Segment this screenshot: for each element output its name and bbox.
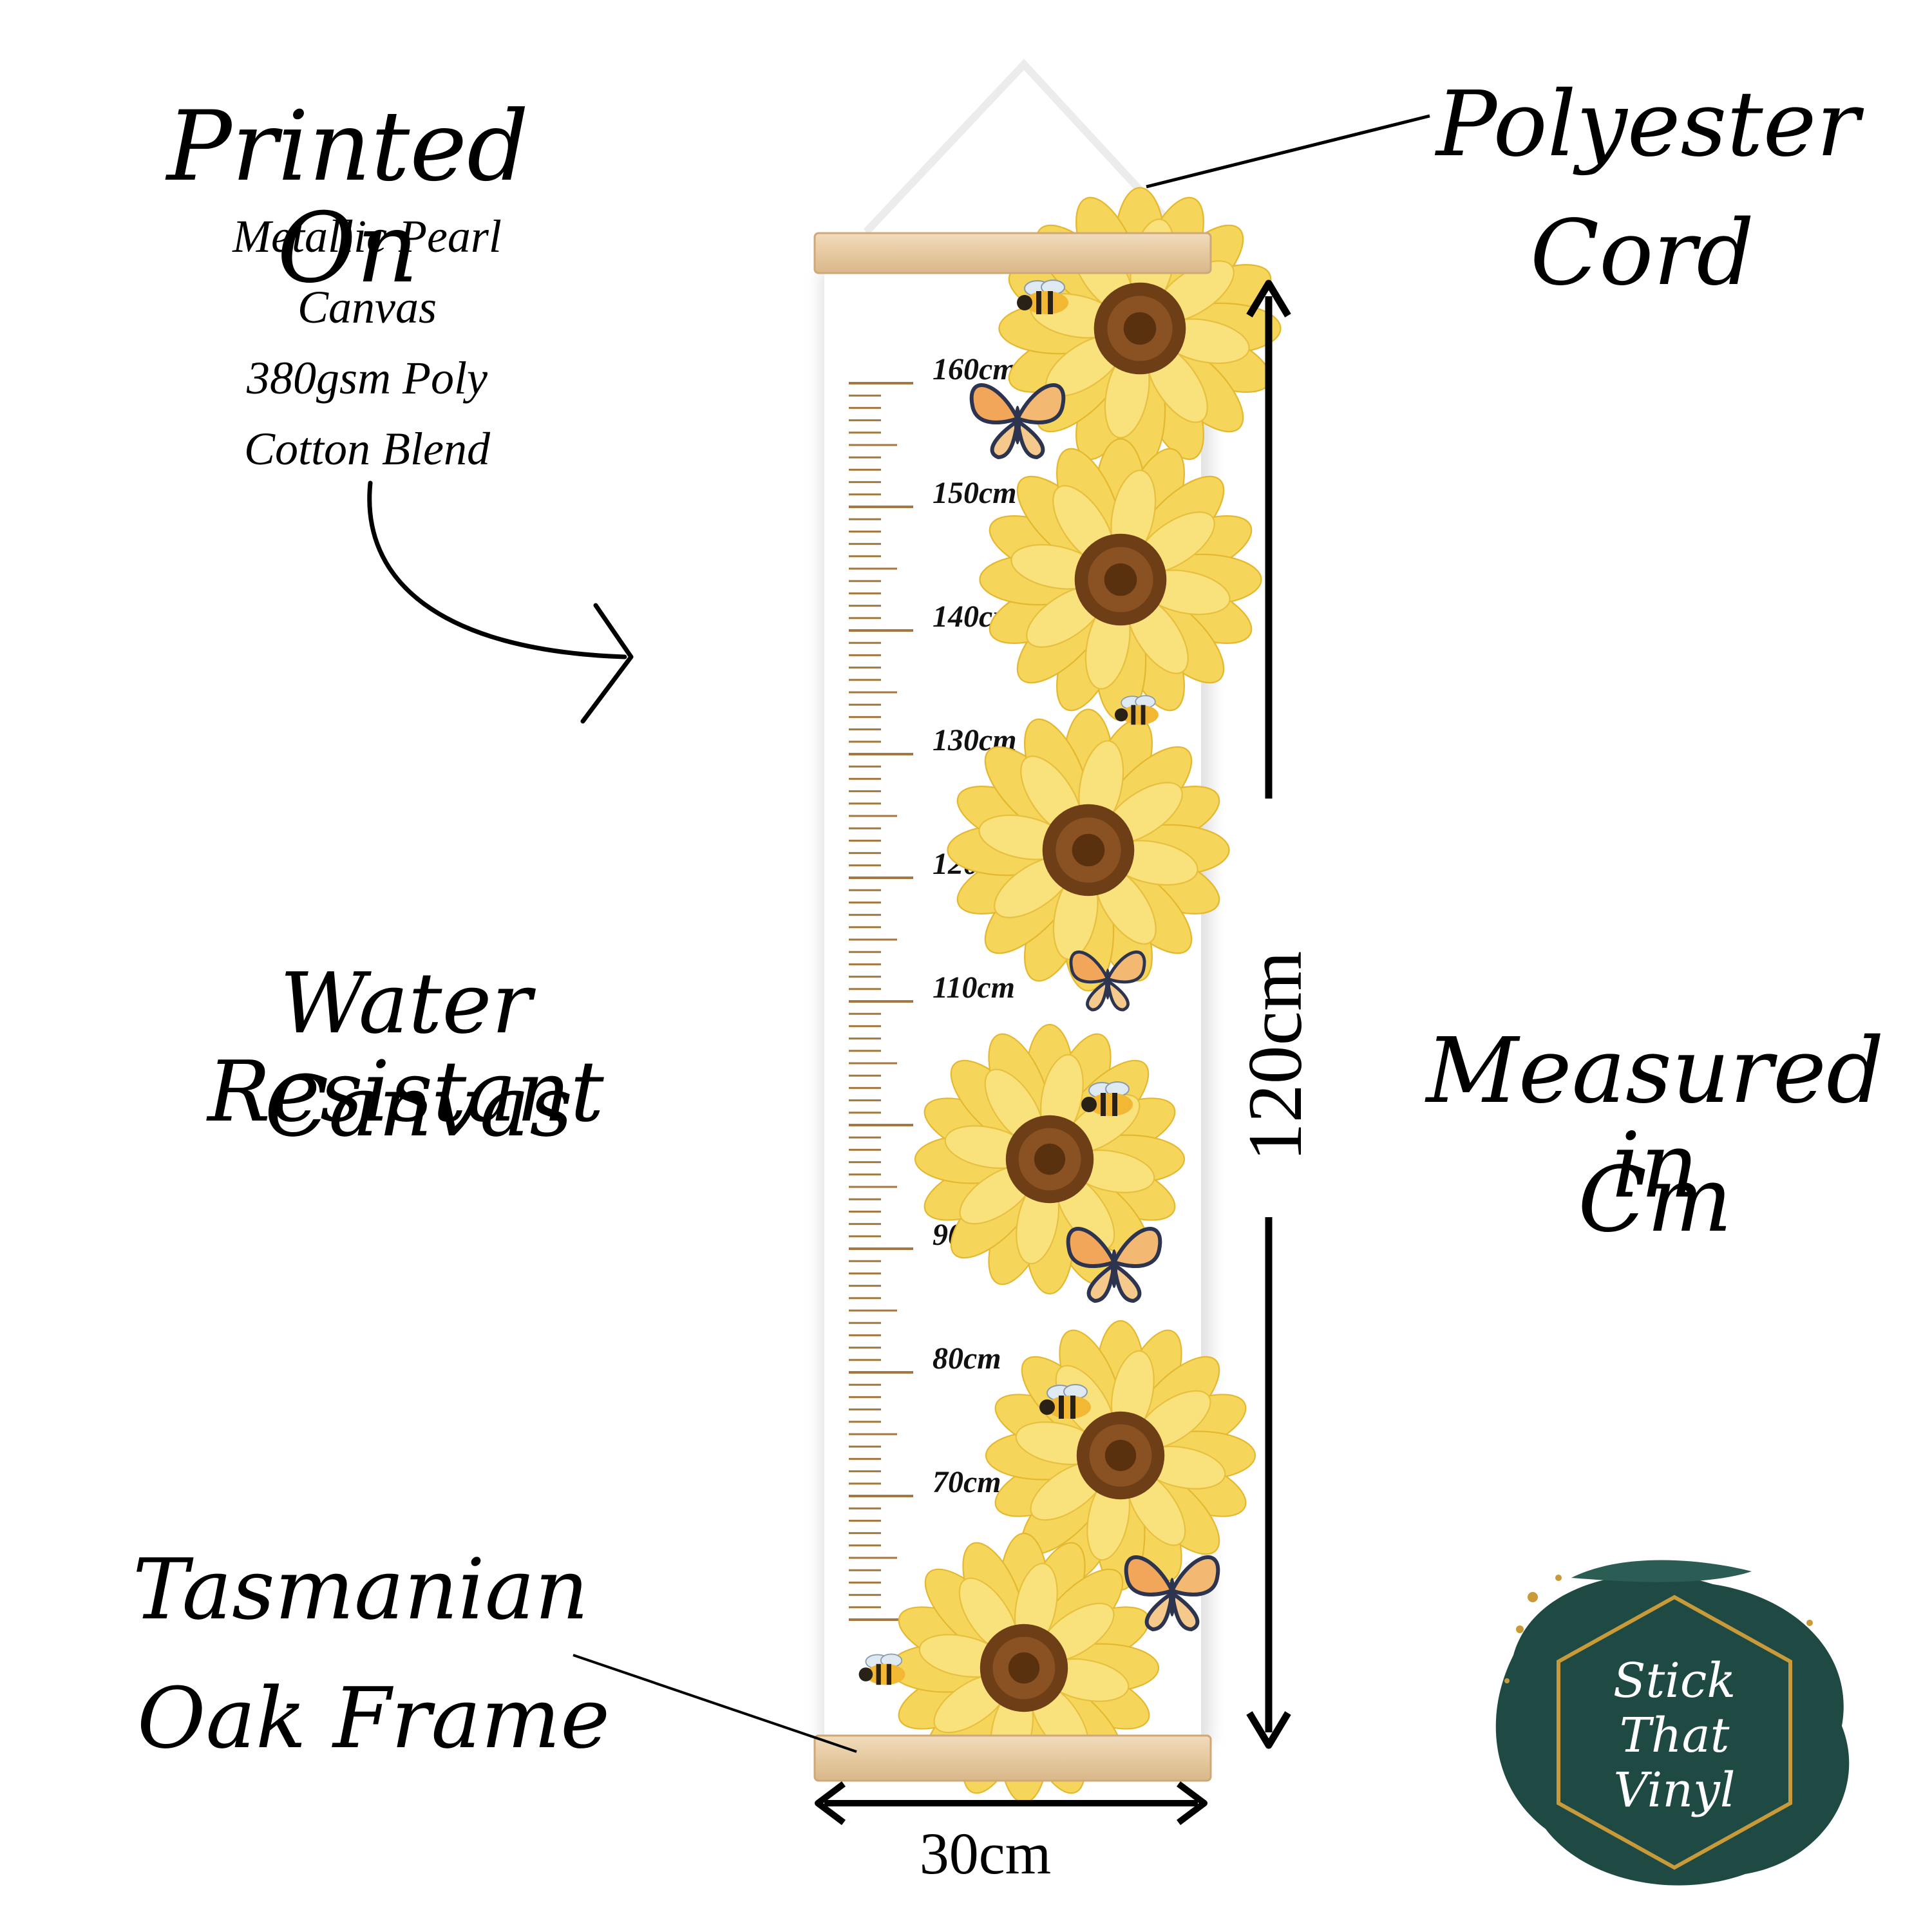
- oak-pointer-line: [573, 1654, 857, 1753]
- measured-line-1: Measured in: [1426, 1019, 1884, 1218]
- width-arrowhead-left: [815, 1781, 846, 1825]
- printed-on-title: Printed On: [166, 91, 529, 305]
- height-arrowhead-up: [1246, 279, 1291, 317]
- printed-on-arrowhead: [580, 603, 634, 724]
- ruler-label: 110cm: [933, 971, 1015, 1005]
- sunflower-2: [979, 438, 1262, 721]
- measured-line-2: Cm: [1578, 1148, 1732, 1253]
- width-arrowhead-right: [1177, 1781, 1208, 1825]
- water-resistant-line-2: Canvas: [264, 1057, 573, 1155]
- tasmanian-line-1: Tasmanian: [132, 1540, 589, 1638]
- sunflower-top: [998, 187, 1282, 470]
- logo-line-1: Stick: [1613, 1653, 1736, 1709]
- printed-on-line-2: Canvas: [298, 281, 437, 333]
- ruler-label: 70cm: [933, 1465, 1001, 1499]
- printed-on-line-1: Metallic Pearl: [232, 211, 502, 262]
- printed-on-line-3: 380gsm Poly: [247, 352, 488, 404]
- ruler-label: 150cm: [933, 476, 1017, 510]
- water-resistant-line-1: Water Resistant: [207, 954, 604, 1141]
- bottom-oak-frame: [813, 1734, 1212, 1782]
- hanging-cord: [863, 59, 1182, 235]
- logo-line-2: That: [1620, 1708, 1730, 1763]
- stick-that-vinyl-logo: Stick That Vinyl: [1495, 1560, 1850, 1886]
- height-arrowhead-down: [1246, 1711, 1291, 1749]
- logo-hexagon: [1557, 1595, 1792, 1870]
- ruler-label: 80cm: [933, 1341, 1001, 1376]
- printed-on-arrow: [367, 480, 627, 659]
- polyester-line-1: Polyester: [1436, 72, 1860, 177]
- tasmanian-line-2: Oak Frame: [137, 1669, 611, 1767]
- logo-paint-splash-edge: [1571, 1560, 1752, 1582]
- width-label: 30cm: [919, 1821, 1052, 1886]
- sunflower-3: [947, 708, 1230, 992]
- printed-on-line-4: Cotton Blend: [244, 423, 490, 475]
- logo-paint-splash: [1495, 1574, 1850, 1886]
- top-oak-frame: [813, 232, 1212, 274]
- polyester-pointer-line: [1146, 114, 1430, 189]
- polyester-line-2: Cord: [1530, 201, 1754, 306]
- ruler-label: 160cm: [933, 352, 1017, 386]
- logo-line-3: Vinyl: [1614, 1763, 1736, 1818]
